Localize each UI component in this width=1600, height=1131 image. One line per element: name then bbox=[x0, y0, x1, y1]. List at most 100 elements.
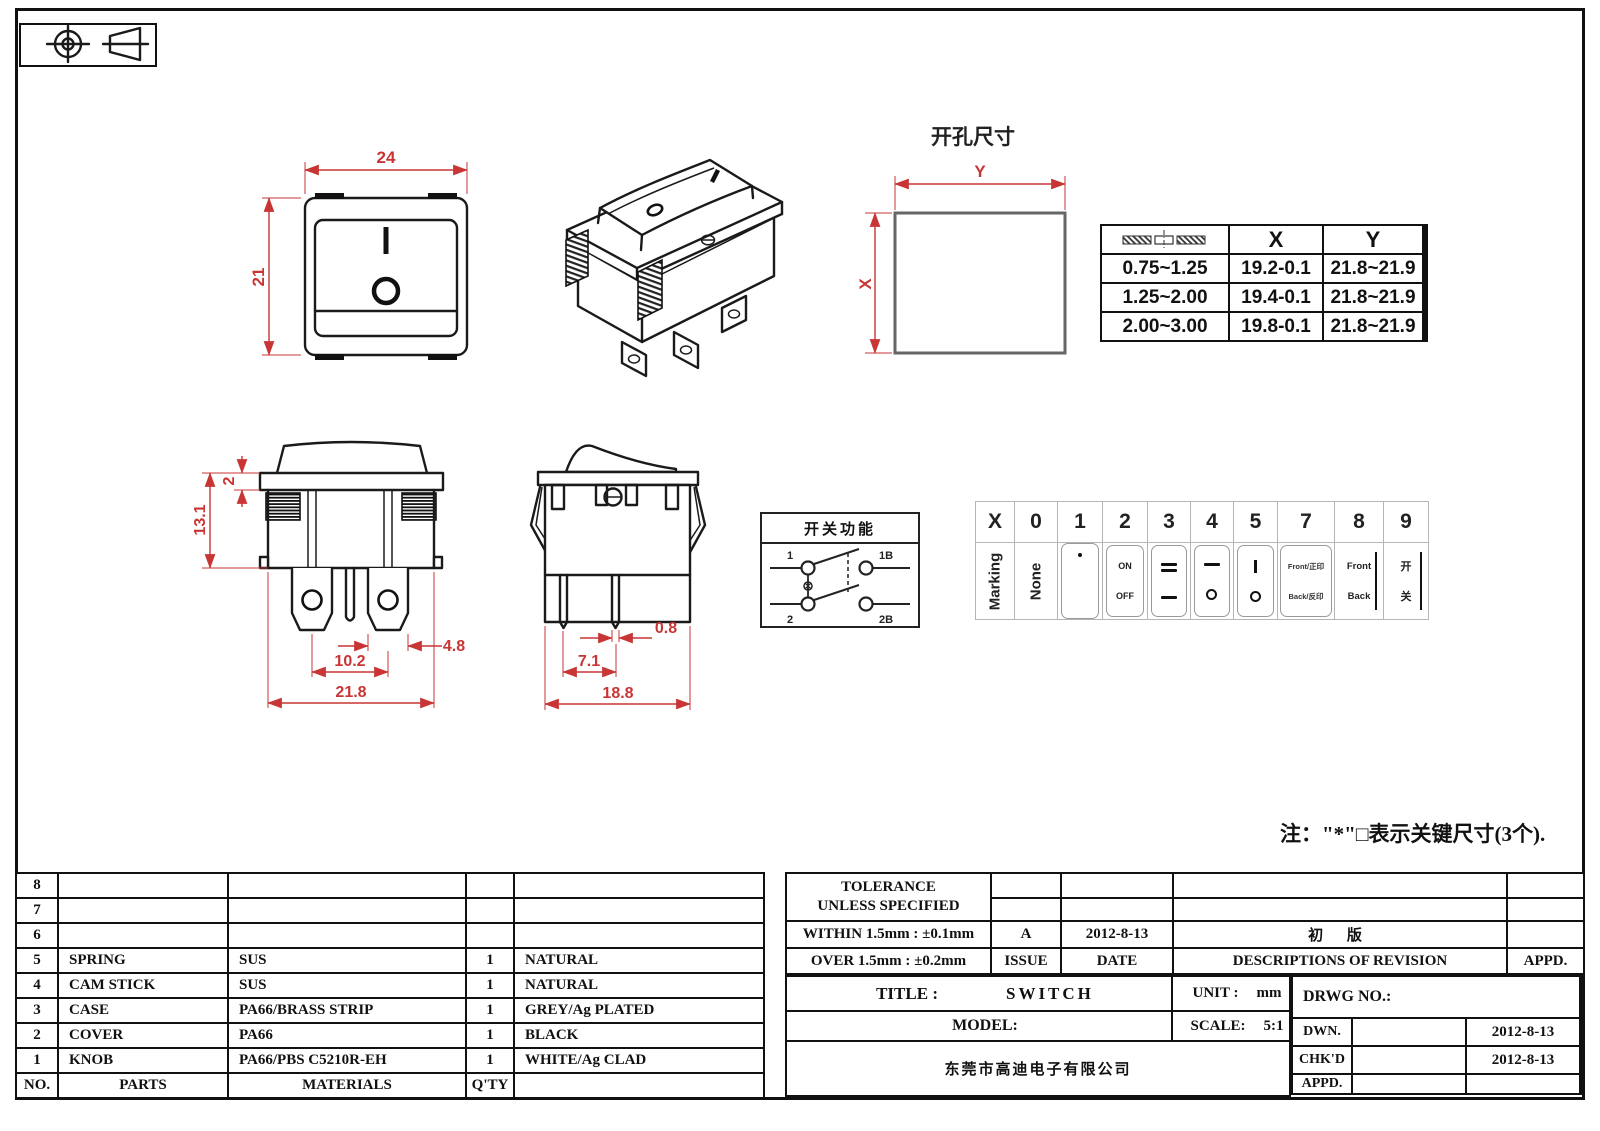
chkd-date: 2012-8-13 bbox=[1467, 1047, 1579, 1073]
dim-10-2: 10.2 bbox=[334, 653, 365, 670]
tolerance-subtitle: UNLESS SPECIFIED bbox=[817, 898, 960, 914]
part-finish bbox=[515, 899, 763, 922]
tolerance-over: OVER 1.5mm : ±0.2mm bbox=[787, 949, 990, 973]
issue-label: ISSUE bbox=[992, 949, 1060, 973]
issue-value: A bbox=[992, 922, 1060, 947]
part-no: 6 bbox=[17, 924, 57, 947]
bar-icon bbox=[1203, 562, 1220, 566]
part-qty: 1 bbox=[467, 974, 513, 997]
latch-spring-icon bbox=[401, 492, 437, 521]
part-no: 8 bbox=[17, 874, 57, 897]
marking-on: ON bbox=[1118, 561, 1132, 571]
terminal-label-2b: 2B bbox=[879, 614, 893, 626]
marking-table: X 0 1 2 3 4 5 7 8 9 Marking None ON OFF … bbox=[975, 501, 1429, 620]
drwg-no-label: DRWG NO.: bbox=[1293, 977, 1579, 1017]
vertical-bar-icon bbox=[1253, 560, 1257, 573]
part-finish: GREY/Ag PLATED bbox=[515, 999, 763, 1022]
revision-description: 初 版 bbox=[1174, 922, 1506, 947]
terminal-label-1: 1 bbox=[787, 550, 793, 562]
cutout-cell: 21.8~21.9 bbox=[1324, 284, 1422, 311]
terminal-label-1b: 1B bbox=[879, 550, 893, 562]
part-material bbox=[229, 924, 465, 947]
part-material: PA66/BRASS STRIP bbox=[229, 999, 465, 1022]
pin-icon bbox=[558, 573, 569, 630]
cutout-col-x: X bbox=[1230, 226, 1322, 253]
part-finish: NATURAL bbox=[515, 974, 763, 997]
mounting-tab-icon bbox=[428, 354, 457, 360]
part-name bbox=[59, 924, 227, 947]
date-value: 2012-8-13 bbox=[1062, 922, 1172, 947]
part-finish bbox=[515, 924, 763, 947]
unit-label: UNIT : bbox=[1192, 985, 1239, 1001]
bottom-view-drawing: 2 13.1 4.8 10.2 21.8 bbox=[192, 440, 465, 709]
dim-0-8: 0.8 bbox=[655, 620, 677, 637]
marking-front-print: Front/正印 bbox=[1287, 561, 1325, 571]
terminal-icon bbox=[290, 566, 334, 632]
dim-X: X bbox=[856, 278, 875, 290]
on-mark-icon bbox=[383, 227, 389, 254]
bar-icon bbox=[1419, 552, 1422, 610]
revision-label: DESCRIPTIONS OF REVISION bbox=[1174, 949, 1506, 973]
part-qty bbox=[467, 899, 513, 922]
part-no: 2 bbox=[17, 1024, 57, 1047]
marking-header: 9 bbox=[1384, 502, 1428, 542]
latch-spring-icon bbox=[565, 228, 589, 288]
marking-header: 8 bbox=[1335, 502, 1383, 542]
company-name: 东莞市高迪电子有限公司 bbox=[787, 1042, 1289, 1095]
part-name bbox=[59, 874, 227, 897]
pin-icon bbox=[610, 573, 621, 630]
perspective-view-drawing bbox=[565, 158, 784, 378]
marking-back: Back bbox=[1347, 590, 1371, 602]
part-no: 4 bbox=[17, 974, 57, 997]
double-bar-icon bbox=[1160, 563, 1177, 572]
latch-spring-icon bbox=[265, 492, 301, 521]
marking-header: 3 bbox=[1148, 502, 1190, 542]
chkd-signature bbox=[1353, 1047, 1465, 1073]
dot-icon bbox=[1077, 553, 1082, 557]
title-block-left: TITLE : SWITCH UNIT : mm MODEL: SCALE: 5… bbox=[785, 975, 1291, 1097]
marking-back-print: Back/反印 bbox=[1288, 591, 1324, 601]
chkd-label: CHK'D bbox=[1293, 1047, 1351, 1073]
panel-thickness-icon bbox=[1102, 226, 1228, 253]
scale-label: SCALE: bbox=[1190, 1017, 1246, 1034]
tolerance-revision-block: TOLERANCE UNLESS SPECIFIED WITHIN 1.5mm … bbox=[785, 872, 1585, 975]
cutout-cell: 19.2-0.1 bbox=[1230, 255, 1322, 282]
sheet-border bbox=[15, 8, 1585, 1100]
cutout-cell: 0.75~1.25 bbox=[1102, 255, 1228, 282]
appd-date bbox=[1467, 1075, 1579, 1093]
cutout-cell: 21.8~21.9 bbox=[1324, 255, 1422, 282]
part-name bbox=[59, 899, 227, 922]
part-qty: 1 bbox=[467, 1024, 513, 1047]
cutout-cell: 21.8~21.9 bbox=[1324, 313, 1422, 340]
cutout-col-y: Y bbox=[1324, 226, 1422, 253]
part-name: CAM STICK bbox=[59, 974, 227, 997]
part-qty: 1 bbox=[467, 949, 513, 972]
marking-header: 0 bbox=[1015, 502, 1057, 542]
dwn-signature bbox=[1353, 1019, 1465, 1045]
latch-spring-icon bbox=[637, 258, 663, 322]
part-qty: 1 bbox=[467, 1049, 513, 1072]
cutout-cell: 19.8-0.1 bbox=[1230, 313, 1322, 340]
parts-table: 8 7 6 5 SPRING SUS 1 NATURAL 4 CAM STICK… bbox=[15, 872, 765, 1099]
parts-header-no: NO. bbox=[17, 1074, 57, 1097]
marking-guan: 关 bbox=[1400, 591, 1412, 603]
appd-label: APPD. bbox=[1508, 949, 1583, 973]
cutout-square bbox=[893, 211, 1067, 355]
part-name: COVER bbox=[59, 1024, 227, 1047]
appd-signature bbox=[1353, 1075, 1465, 1093]
cutout-cell: 2.00~3.00 bbox=[1102, 313, 1228, 340]
marking-header: 5 bbox=[1234, 502, 1277, 542]
dwn-date: 2012-8-13 bbox=[1467, 1019, 1579, 1045]
unit-value: mm bbox=[1256, 985, 1282, 1001]
cutout-view-drawing: 开孔尺寸 Y X bbox=[856, 125, 1067, 355]
part-no: 1 bbox=[17, 1049, 57, 1072]
marking-kai: 开 bbox=[1400, 561, 1412, 573]
dim-7-1: 7.1 bbox=[578, 653, 600, 670]
terminal-label-2: 2 bbox=[787, 614, 793, 626]
part-name: CASE bbox=[59, 999, 227, 1022]
dim-21-8: 21.8 bbox=[335, 684, 366, 701]
part-material: SUS bbox=[229, 974, 465, 997]
mounting-tab-icon bbox=[315, 193, 344, 199]
marking-header: 2 bbox=[1103, 502, 1147, 542]
